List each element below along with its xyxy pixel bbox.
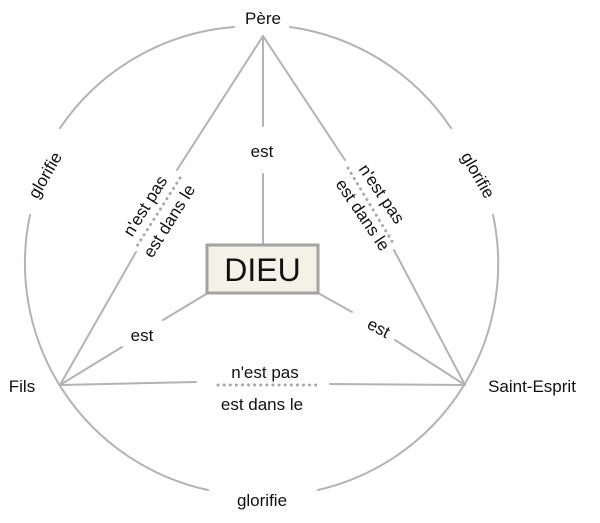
glorifie-left-label: glorifie [24, 149, 66, 202]
dots-left [135, 176, 182, 248]
circle-arc-top-right [289, 26, 452, 129]
spoke-fils-dieu-lower [59, 346, 123, 386]
fils-label: Fils [9, 377, 35, 396]
edge-pere-esprit-upper [262, 35, 346, 161]
circle-arc-right [317, 214, 500, 491]
nest-pas-bottom-label: n'est pas [231, 363, 299, 382]
edge-fils-esprit-right [329, 383, 466, 386]
circle-arc-left [23, 214, 209, 491]
est-left-label: est [131, 326, 154, 345]
spoke-esprit-dieu-upper [317, 292, 353, 313]
edge-pere-fils-lower [59, 251, 137, 386]
est-top-label: est [251, 142, 274, 161]
edge-pere-fils-upper [176, 35, 264, 171]
edge-fils-esprit-left [59, 381, 197, 386]
pere-label: Père [245, 9, 281, 28]
saint-esprit-label: Saint-Esprit [488, 377, 576, 396]
circle-arc-top-left [59, 26, 235, 129]
dots-right [346, 166, 395, 245]
glorifie-right-label: glorifie [457, 149, 499, 202]
est-right-label: est [364, 314, 393, 342]
spoke-esprit-dieu-lower [394, 339, 466, 386]
est-dans-le-bottom-label: est dans le [221, 395, 303, 414]
spoke-fils-dieu-upper [162, 292, 209, 321]
glorifie-bottom-label: glorifie [237, 491, 287, 510]
edge-pere-esprit-lower [393, 249, 466, 386]
dieu-box [205, 243, 320, 295]
dieu-label: DIEU [224, 252, 300, 288]
